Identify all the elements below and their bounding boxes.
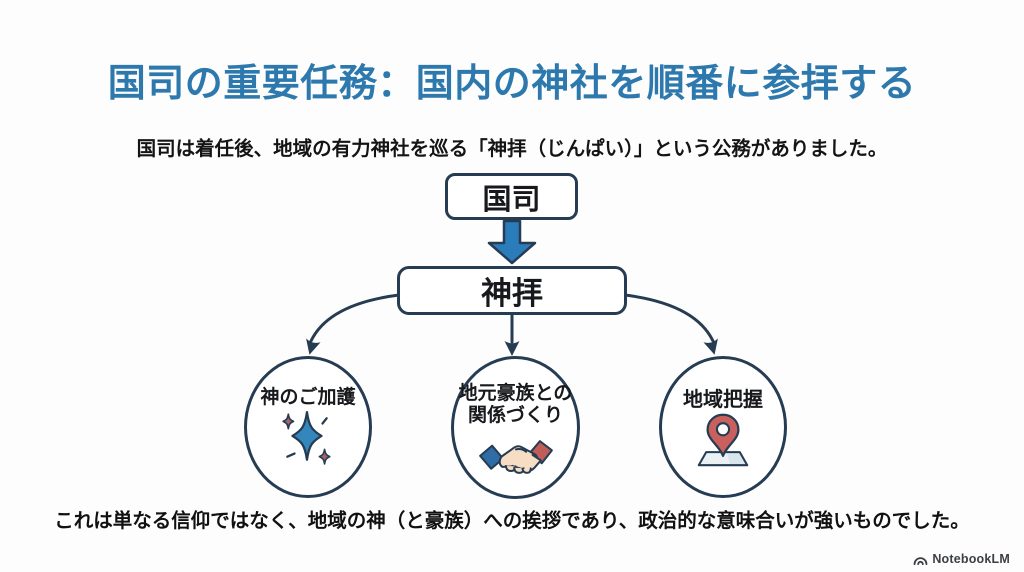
subtitle-text: 国司は着任後、地域の有力神社を巡る「神拝（じんぱい）」という公務がありました。 bbox=[136, 138, 888, 160]
benefit-label: 地元豪族との bbox=[458, 383, 573, 404]
arrow-down-icon bbox=[487, 219, 537, 265]
notebooklm-logo-icon bbox=[913, 556, 928, 565]
flow-box-kokushi-label: 国司 bbox=[482, 183, 541, 216]
page-title: 国司の重要任務：国内の神社を順番に参拝する bbox=[107, 63, 917, 105]
benefit-label: 神のご加護 bbox=[260, 387, 356, 408]
connector-left bbox=[309, 293, 401, 343]
map-pin-icon bbox=[697, 413, 749, 467]
flow-box-kokushi: 国司 bbox=[445, 173, 578, 220]
benefit-circle-relations: 地元豪族との 関係づくり bbox=[451, 356, 580, 499]
sparkles-icon bbox=[282, 411, 331, 465]
arrowhead-left-icon bbox=[306, 338, 321, 355]
handshake-icon bbox=[478, 440, 553, 474]
footer-note: これは単なる信仰ではなく、地域の神（と豪族）への挨拶であり、政治的な意味合いが強… bbox=[54, 510, 970, 532]
flow-box-jinpai-label: 神拝 bbox=[481, 276, 543, 311]
benefit-circle-protection: 神のご加護 bbox=[244, 356, 372, 498]
benefit-label: 関係づくり bbox=[467, 405, 563, 426]
benefit-label: 地域把握 bbox=[683, 389, 763, 411]
connector-right bbox=[623, 293, 715, 343]
benefit-circle-region: 地域把握 bbox=[659, 356, 787, 498]
arrowhead-right-icon bbox=[703, 338, 718, 355]
notebooklm-watermark: NotebookLM bbox=[913, 552, 1010, 566]
flow-box-jinpai: 神拝 bbox=[397, 266, 627, 315]
notebooklm-label: NotebookLM bbox=[932, 552, 1010, 566]
arrowhead-center-icon bbox=[504, 341, 520, 356]
